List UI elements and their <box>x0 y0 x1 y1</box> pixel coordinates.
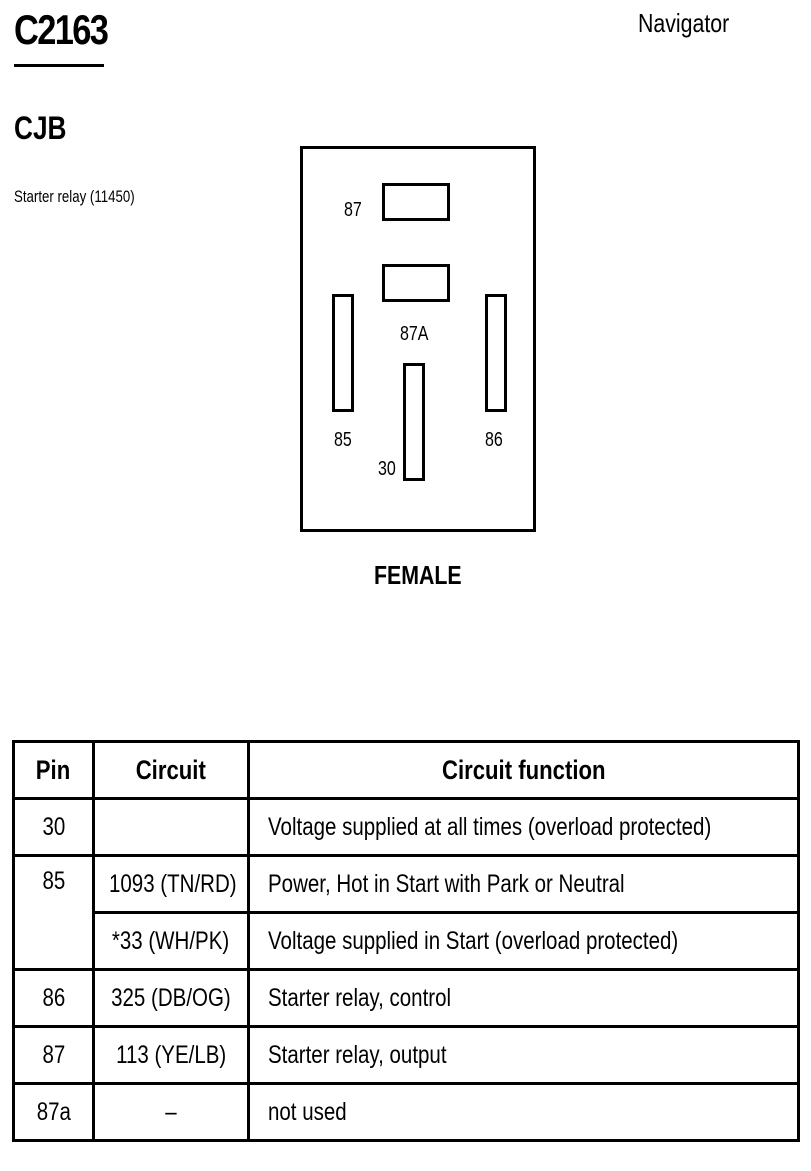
slot-30 <box>403 363 425 481</box>
connector-id: C2163 <box>14 6 109 53</box>
cell-pin: 85 <box>12 854 95 971</box>
header-pin: Pin <box>12 740 95 800</box>
pin-label-30: 30 <box>378 458 396 480</box>
cell-function: Voltage supplied at all times (overload … <box>247 797 800 857</box>
header-function: Circuit function <box>247 740 800 800</box>
cell-pin: 87a <box>12 1082 95 1142</box>
table-row: 30 Voltage supplied at all times (overlo… <box>12 797 800 857</box>
cell-circuit: 113 (YE/LB) <box>92 1025 250 1085</box>
cell-pin: 87 <box>12 1025 95 1085</box>
slot-87a <box>382 264 450 302</box>
pin-label-87a: 87A <box>400 323 429 345</box>
title-underline <box>14 64 104 67</box>
connector-face-diagram: 87 87A 85 86 30 <box>300 146 536 532</box>
cell-function: Starter relay, control <box>247 968 800 1028</box>
cell-pin: 30 <box>12 797 95 857</box>
table-row: 85 1093 (TN/RD) Power, Hot in Start with… <box>12 854 800 971</box>
location-label: CJB <box>14 110 67 146</box>
slot-86 <box>485 294 507 412</box>
slot-85 <box>332 294 354 412</box>
gender-label: FEMALE <box>374 560 462 590</box>
pin-label-87: 87 <box>344 199 362 221</box>
cell-function: not used <box>247 1082 800 1142</box>
header-circuit: Circuit <box>92 740 250 800</box>
table-header-row: Pin Circuit Circuit function <box>12 740 800 800</box>
vehicle-name: Navigator <box>638 8 730 38</box>
cell-circuit: – <box>92 1082 250 1142</box>
cell-function: Voltage supplied in Start (overload prot… <box>247 911 800 971</box>
table-row: 87a – not used <box>12 1082 800 1142</box>
cell-function: Power, Hot in Start with Park or Neutral <box>247 854 800 914</box>
pin-label-85: 85 <box>334 429 352 451</box>
slot-87 <box>382 183 450 221</box>
table-row: 86 325 (DB/OG) Starter relay, control <box>12 968 800 1028</box>
cell-circuit: *33 (WH/PK) <box>92 911 250 971</box>
cell-pin: 86 <box>12 968 95 1028</box>
table-row: *33 (WH/PK) Voltage supplied in Start (o… <box>14 911 800 971</box>
cell-function: Starter relay, output <box>247 1025 800 1085</box>
pin-label-86: 86 <box>485 429 503 451</box>
cell-circuit: 325 (DB/OG) <box>92 968 250 1028</box>
component-label: Starter relay (11450) <box>14 187 135 206</box>
pin-table: Pin Circuit Circuit function 30 Voltage … <box>12 740 800 1142</box>
table-row: 87 113 (YE/LB) Starter relay, output <box>12 1025 800 1085</box>
cell-circuit <box>92 797 250 857</box>
cell-circuit: 1093 (TN/RD) <box>92 854 250 914</box>
